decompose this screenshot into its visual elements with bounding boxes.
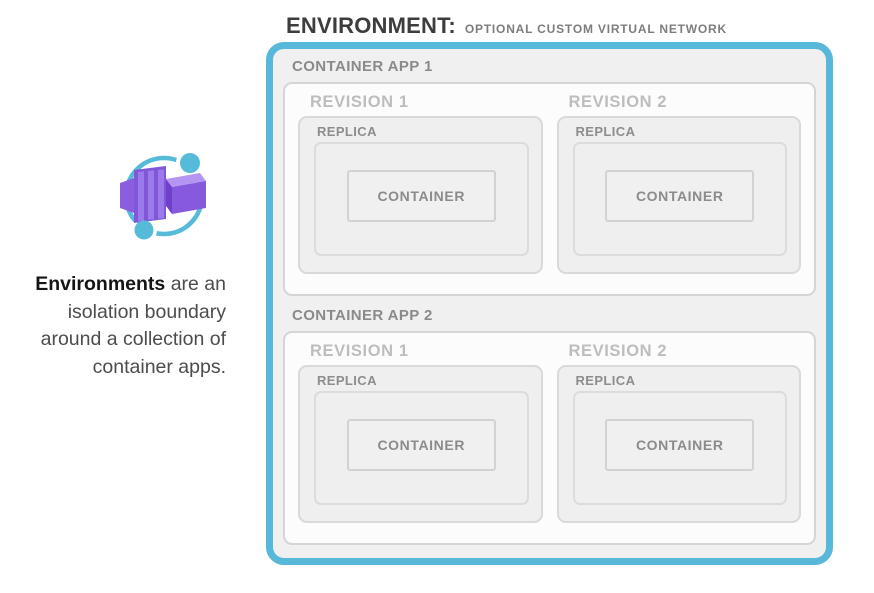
azure-container-apps-icon (120, 153, 206, 243)
container-app-2-section: CONTAINER APP 2 REVISION 1 REPLICA CONTA… (283, 306, 816, 545)
revision-1-label: REVISION 1 (310, 342, 409, 360)
container-app-1-label: CONTAINER APP 1 (292, 58, 433, 75)
virtual-network-subtitle: OPTIONAL CUSTOM VIRTUAL NETWORK (464, 22, 727, 36)
replica-inner-box: CONTAINER (572, 142, 787, 256)
container-label: CONTAINER (635, 188, 724, 204)
revision-2-section: REVISION 2 REPLICA CONTAINER (556, 91, 801, 274)
replica-box: REPLICA CONTAINER (298, 116, 543, 274)
revisions-row: REVISION 1 REPLICA CONTAINER REVISION 2 … (298, 340, 801, 523)
environment-box: CONTAINER APP 1 REVISION 1 REPLICA CONTA… (266, 42, 833, 565)
container-app-1-box: REVISION 1 REPLICA CONTAINER REVISION 2 … (283, 82, 816, 296)
container-label: CONTAINER (377, 437, 466, 453)
replica-box: REPLICA CONTAINER (556, 116, 801, 274)
revision-1-section: REVISION 1 REPLICA CONTAINER (298, 91, 543, 274)
container-app-2-box: REVISION 1 REPLICA CONTAINER REVISION 2 … (283, 331, 816, 545)
container-cube-icon (120, 166, 206, 223)
replica-inner-box: CONTAINER (314, 142, 529, 256)
revision-2-label: REVISION 2 (568, 93, 668, 111)
orbit-node-icons (134, 153, 200, 240)
replica-inner-box: CONTAINER (314, 391, 529, 505)
replica-label: REPLICA (317, 373, 377, 388)
container-label: CONTAINER (377, 188, 466, 204)
container-box: CONTAINER (605, 170, 755, 222)
replica-label: REPLICA (575, 373, 636, 388)
container-app-2-label: CONTAINER APP 2 (292, 307, 433, 324)
description-line: isolation boundary (67, 300, 226, 323)
revision-1-label: REVISION 1 (310, 93, 409, 111)
replica-inner-box: CONTAINER (572, 391, 787, 505)
description-bold-word: Environments (35, 273, 166, 295)
description-line: container apps. (92, 355, 226, 378)
replica-box: REPLICA CONTAINER (556, 365, 801, 523)
environment-description: Environments are an isolation boundary a… (10, 271, 226, 381)
description-line: Environments are an (35, 273, 226, 295)
revision-1-section: REVISION 1 REPLICA CONTAINER (298, 340, 543, 523)
description-line: around a collection of (40, 328, 226, 350)
revision-2-label: REVISION 2 (568, 342, 668, 360)
container-box: CONTAINER (346, 170, 496, 222)
container-label: CONTAINER (635, 437, 724, 453)
revisions-row: REVISION 1 REPLICA CONTAINER REVISION 2 … (298, 91, 801, 274)
replica-box: REPLICA CONTAINER (298, 365, 543, 523)
container-box: CONTAINER (346, 419, 496, 471)
headline: ENVIRONMENT: OPTIONAL CUSTOM VIRTUAL NET… (286, 13, 727, 39)
container-app-1-section: CONTAINER APP 1 REVISION 1 REPLICA CONTA… (283, 57, 816, 296)
environment-title: ENVIRONMENT: (286, 13, 456, 38)
replica-label: REPLICA (317, 124, 377, 139)
revision-2-section: REVISION 2 REPLICA CONTAINER (556, 340, 801, 523)
replica-label: REPLICA (575, 124, 636, 139)
container-box: CONTAINER (605, 419, 755, 471)
